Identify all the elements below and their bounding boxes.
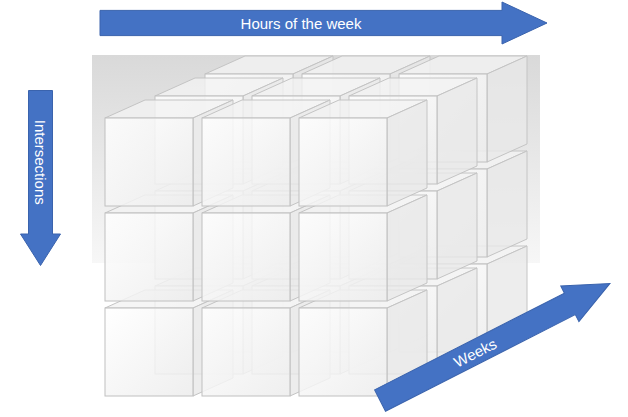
arrow-label: Intersections	[20, 91, 60, 235]
cube-side	[487, 151, 527, 257]
cube-front	[202, 213, 290, 301]
cube-front	[299, 213, 387, 301]
arrow-label: Weeks	[371, 286, 579, 417]
arrow-label: Hours of the week	[100, 2, 502, 44]
cube-front	[299, 308, 387, 396]
cube-side	[437, 78, 477, 184]
cube-front	[202, 308, 290, 396]
cube-front	[202, 118, 290, 206]
cube-side	[437, 173, 477, 279]
arrow-body	[371, 266, 619, 417]
cube-front	[299, 118, 387, 206]
cube-front	[105, 213, 193, 301]
cube-front	[105, 118, 193, 206]
cube-side	[487, 56, 527, 162]
arrow-body	[100, 2, 547, 44]
cube-side	[387, 100, 427, 206]
cube-side	[387, 195, 427, 301]
block-arrow: Intersections	[20, 91, 60, 266]
cube-front	[105, 308, 193, 396]
block-arrow: Weeks	[371, 266, 619, 417]
arrow-body	[20, 91, 60, 266]
cube	[299, 195, 427, 301]
cube	[299, 100, 427, 206]
block-arrow: Hours of the week	[100, 2, 547, 44]
